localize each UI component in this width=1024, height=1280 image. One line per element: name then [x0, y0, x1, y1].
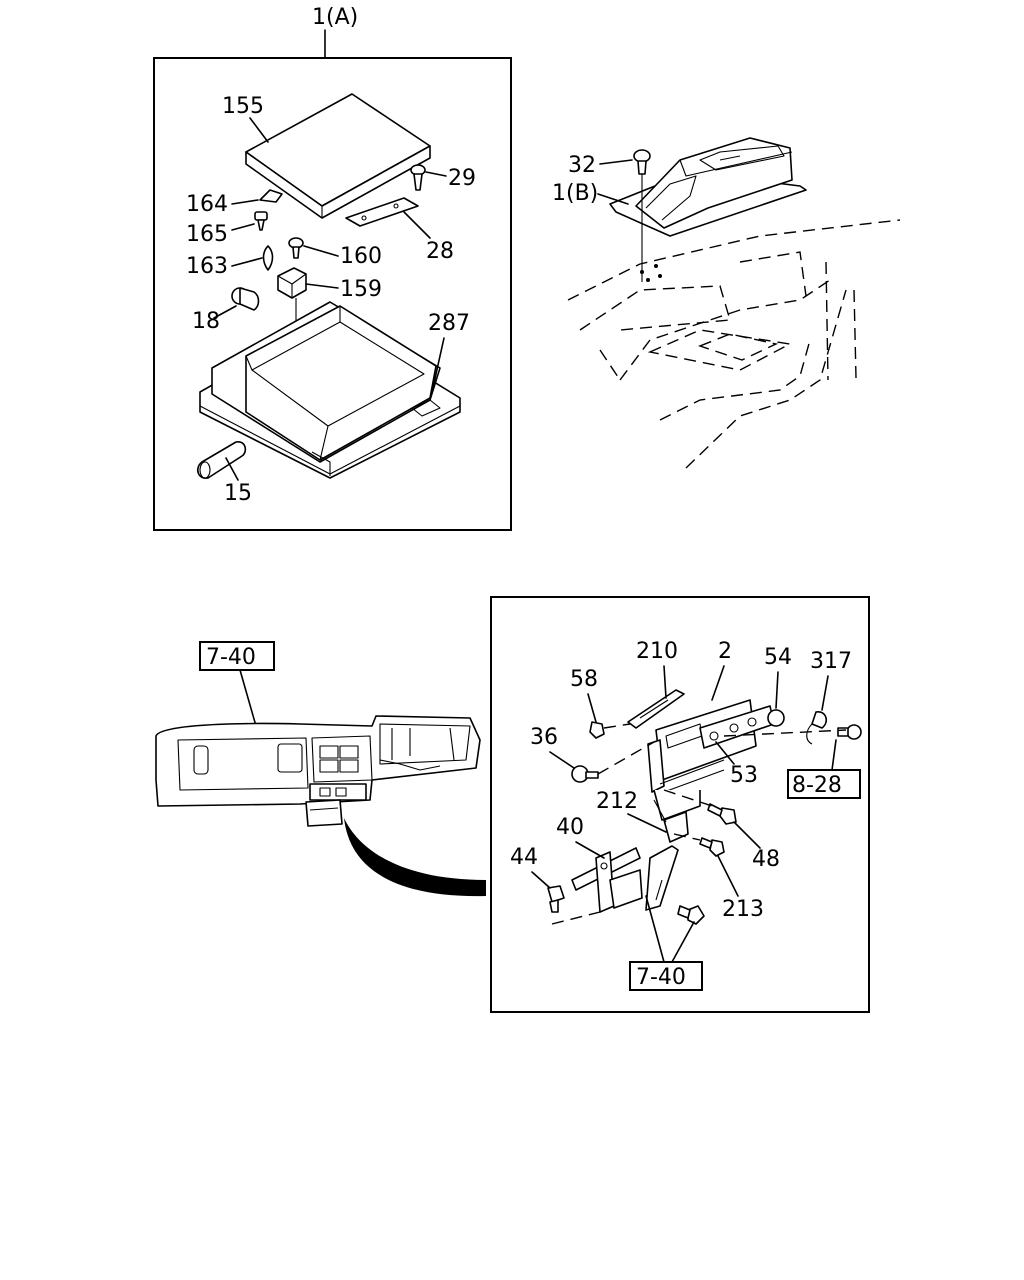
part-159-holder [277, 267, 307, 299]
part-7-40-bolt [677, 905, 705, 925]
part-28-hinge [345, 197, 419, 227]
label-48: 48 [752, 847, 780, 872]
label-317: 317 [810, 649, 852, 674]
section-a-frame [153, 57, 512, 531]
floor-line-5 [685, 289, 847, 469]
label-1b: 1(B) [552, 181, 598, 206]
part-lower-bracket [645, 845, 679, 911]
part-18-switch [231, 287, 260, 311]
floor-tray-outer [647, 329, 793, 371]
label-40: 40 [556, 815, 584, 840]
dash-switch-panel [309, 783, 367, 801]
part-8-28-bolt [837, 724, 862, 740]
part-15-tube [196, 441, 247, 479]
ref-box-8-28 [787, 769, 861, 799]
part-210-bracket [627, 689, 685, 729]
floor-line-6 [739, 251, 807, 297]
label-212: 212 [596, 789, 638, 814]
part-44-bolt [547, 885, 565, 913]
label-164: 164 [186, 192, 228, 217]
floor-line-7 [825, 261, 829, 381]
label-163: 163 [186, 254, 228, 279]
label-54: 54 [764, 645, 792, 670]
part-317-lamp [806, 711, 828, 745]
ref-box-7-40-bottom [629, 961, 703, 991]
label-28: 28 [426, 239, 454, 264]
part-163-bulb [262, 245, 274, 271]
label-58: 58 [570, 667, 598, 692]
section-a: 1(A) 155 29 164 28 [153, 5, 512, 531]
part-164-clip [259, 189, 283, 203]
ref-box-7-40-top [199, 641, 275, 671]
ref-8-28: 8-28 [792, 773, 842, 798]
part-165-screw [254, 211, 268, 231]
label-155: 155 [222, 94, 264, 119]
part-54-knob [767, 709, 785, 727]
label-287: 287 [428, 311, 470, 336]
part-32-screw [633, 149, 651, 175]
callout-arrow [344, 818, 486, 897]
floor-line-8 [853, 289, 857, 379]
label-32: 32 [568, 153, 596, 178]
label-36: 36 [530, 725, 558, 750]
dash-view: 7-40 [155, 641, 486, 897]
section-b: 32 1(B) [552, 137, 901, 469]
label-15: 15 [224, 481, 252, 506]
label-1a: 1(A) [312, 5, 358, 30]
part-287-box [199, 301, 461, 479]
part-48-bolt [707, 803, 737, 825]
floor-tray-inner [697, 333, 779, 361]
part-2-control-panel [647, 699, 775, 821]
part-160-screw [288, 237, 304, 259]
dash-lower-unit [305, 799, 343, 827]
part-29-screw [410, 164, 426, 191]
floor-line-3 [619, 279, 831, 381]
ref-7-40-top: 7-40 [206, 645, 256, 670]
part-212-bracket [653, 799, 689, 843]
part-36-rivet [571, 765, 599, 783]
part-155-lid [245, 93, 431, 219]
part-1b-console [609, 137, 807, 237]
floor-line-2 [579, 285, 731, 331]
dash-panel [155, 715, 481, 807]
label-2: 2 [718, 639, 732, 664]
floor-line-9 [599, 349, 621, 381]
section-c-frame [490, 596, 870, 1013]
floor-line-4 [659, 339, 811, 421]
part-213-bolt [699, 837, 725, 857]
label-213: 213 [722, 897, 764, 922]
label-159: 159 [340, 277, 382, 302]
label-210: 210 [636, 639, 678, 664]
label-44: 44 [510, 845, 538, 870]
label-160: 160 [340, 244, 382, 269]
label-53: 53 [730, 763, 758, 788]
floor-line-1 [567, 219, 901, 301]
part-58-screw [589, 721, 605, 739]
part-40-bracket [571, 847, 643, 913]
label-18: 18 [192, 309, 220, 334]
section-c: 210 2 54 317 [490, 596, 870, 1013]
ref-7-40-bottom: 7-40 [636, 965, 686, 990]
label-29: 29 [448, 166, 476, 191]
label-165: 165 [186, 222, 228, 247]
